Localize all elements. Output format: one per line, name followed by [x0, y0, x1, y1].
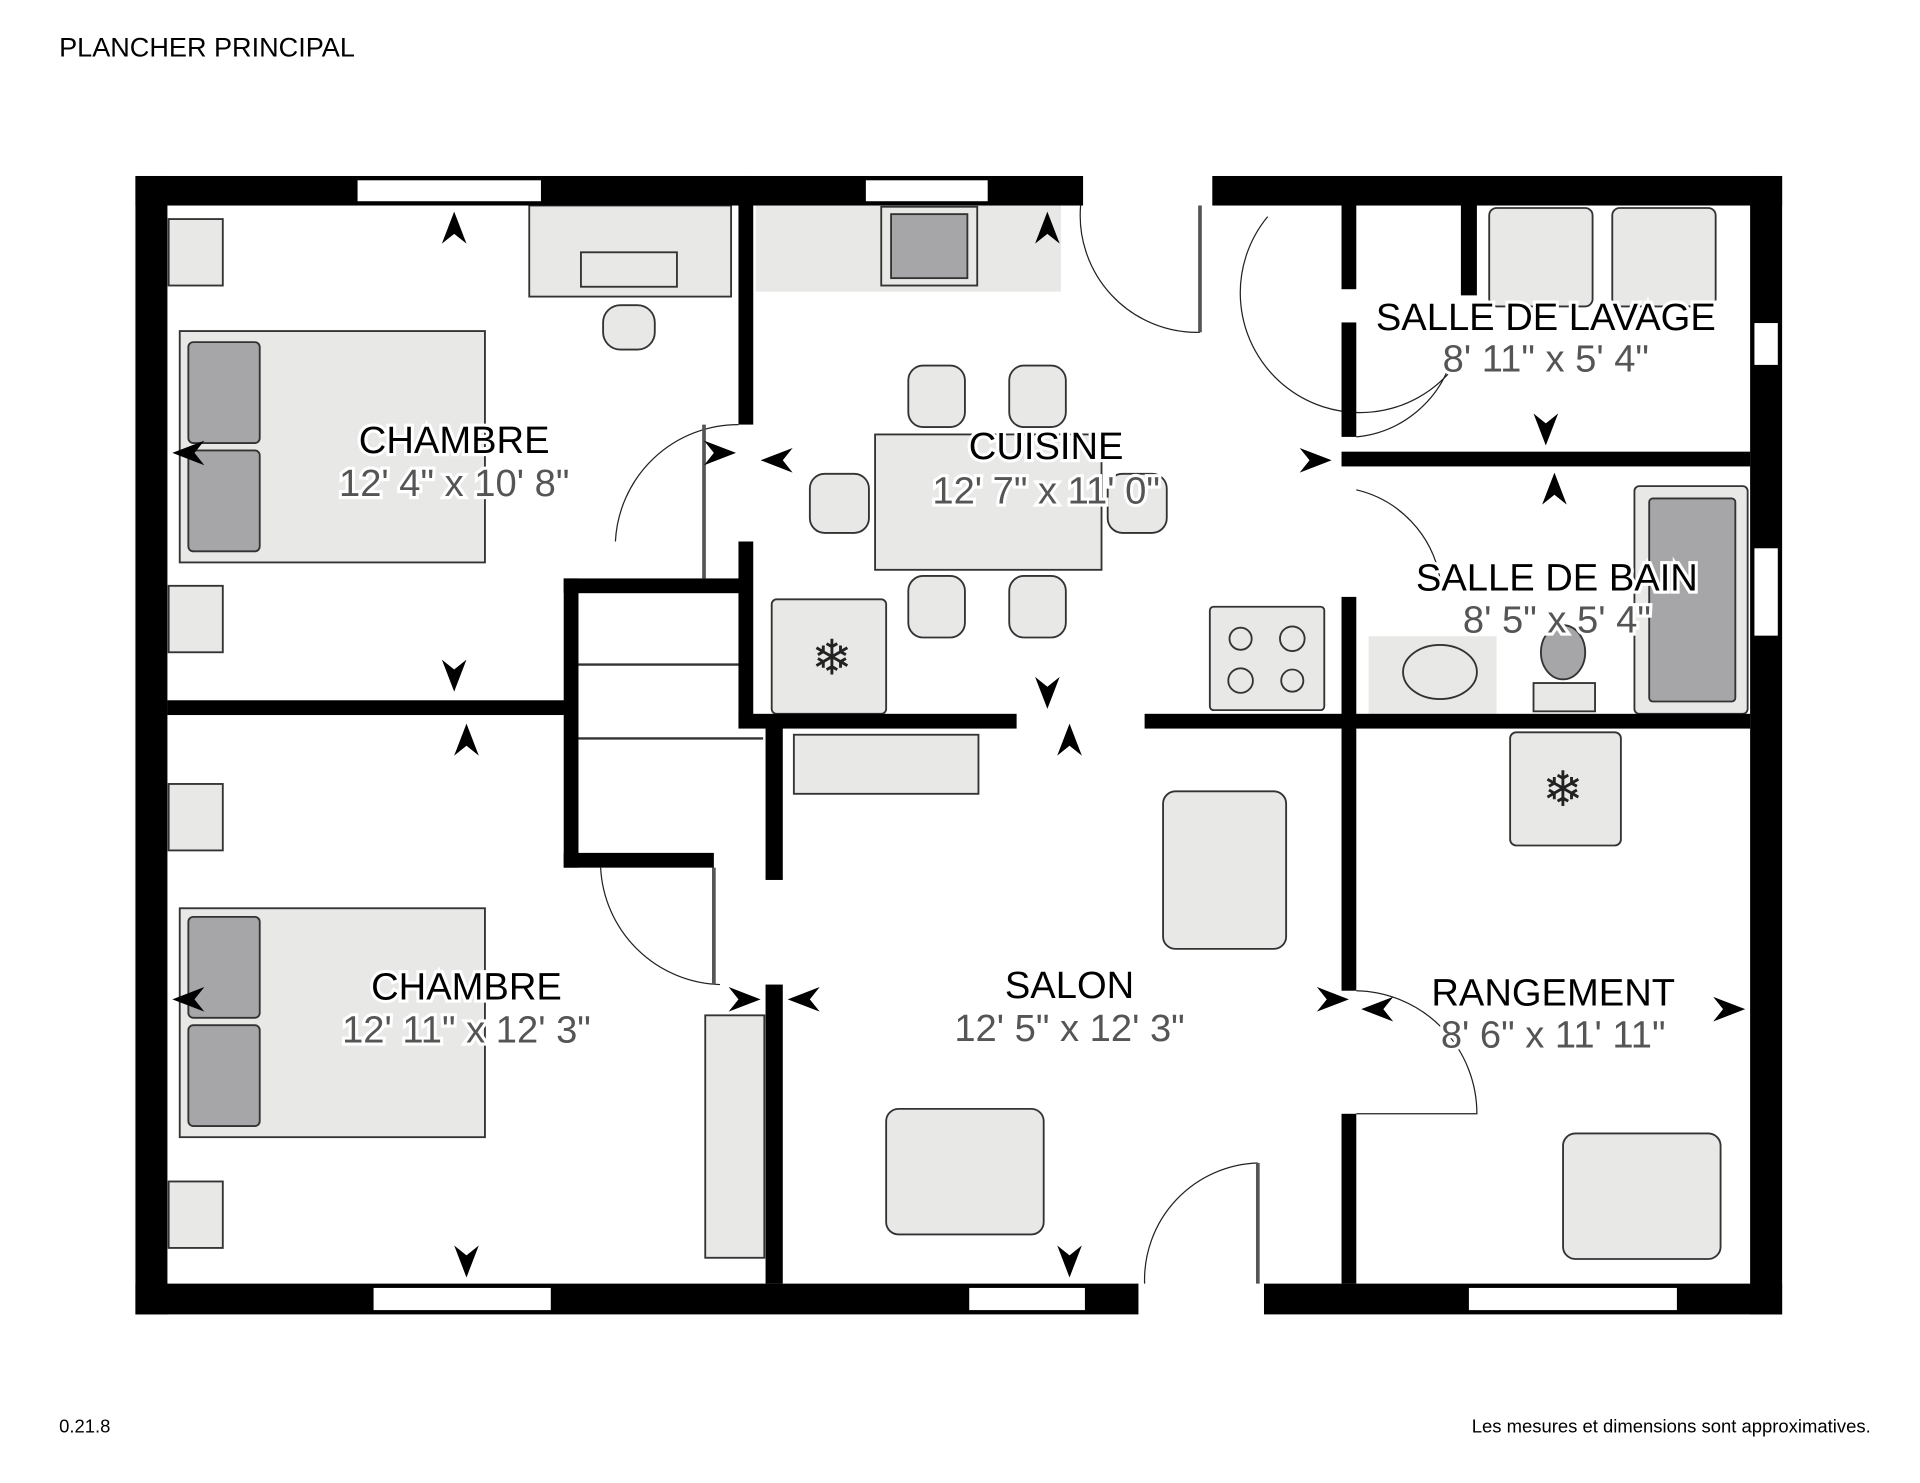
nightstand — [167, 218, 224, 287]
room-dims: 12' 5" x 12' 3" — [954, 1007, 1184, 1050]
room-name: CHAMBRE — [359, 419, 550, 462]
doors — [600, 205, 1478, 1284]
window — [967, 1286, 1087, 1312]
furniture: ❄ ❄ — [167, 204, 1749, 1260]
room-name: SALLE DE BAIN — [1416, 557, 1698, 600]
window — [372, 1286, 553, 1312]
room-name: SALLE DE LAVAGE — [1376, 296, 1716, 339]
armchair — [885, 1107, 1045, 1236]
chair — [602, 304, 656, 351]
window — [1753, 321, 1780, 367]
dining-table — [874, 433, 1103, 571]
room-dims: 8' 11" x 5' 4" — [1443, 338, 1649, 381]
window — [1753, 547, 1780, 637]
plan-title: PLANCHER PRINCIPAL — [59, 32, 355, 63]
window — [356, 179, 543, 203]
nightstand — [167, 584, 224, 654]
wardrobe — [704, 1014, 766, 1259]
window — [1467, 1286, 1679, 1312]
dimension-arrows — [172, 211, 1746, 1278]
washer — [1488, 207, 1594, 308]
room-name: SALON — [1005, 964, 1134, 1007]
dryer — [1611, 207, 1717, 308]
room-name: RANGEMENT — [1431, 971, 1675, 1014]
window — [864, 179, 989, 203]
armchair — [1562, 1132, 1722, 1260]
sofa-bed — [792, 733, 980, 795]
snowflake-icon: ❄ — [1542, 762, 1583, 817]
armchair — [1162, 790, 1288, 950]
room-dims: 12' 4" x 10' 8" — [339, 462, 569, 505]
walls — [135, 175, 1783, 1315]
room-dims: 8' 5" x 5' 4" — [1463, 599, 1651, 642]
version-label: 0.21.8 — [59, 1416, 110, 1437]
room-name: CUISINE — [969, 425, 1124, 468]
room-dims: 12' 11" x 12' 3" — [342, 1008, 591, 1051]
snowflake-icon: ❄ — [811, 630, 852, 685]
room-name: CHAMBRE — [371, 965, 562, 1008]
room-labels: CHAMBRE 12' 4" x 10' 8" CUISINE 12' 7" x… — [336, 293, 1719, 1060]
disclaimer: Les mesures et dimensions sont approxima… — [1472, 1416, 1871, 1437]
room-dims: 12' 7" x 11' 0" — [932, 469, 1160, 512]
toilet — [1539, 624, 1587, 681]
bathroom-sink — [1402, 643, 1478, 700]
stove — [1208, 605, 1326, 712]
freezer — [1509, 731, 1622, 847]
room-dims: 8' 6" x 11' 11" — [1441, 1013, 1666, 1056]
